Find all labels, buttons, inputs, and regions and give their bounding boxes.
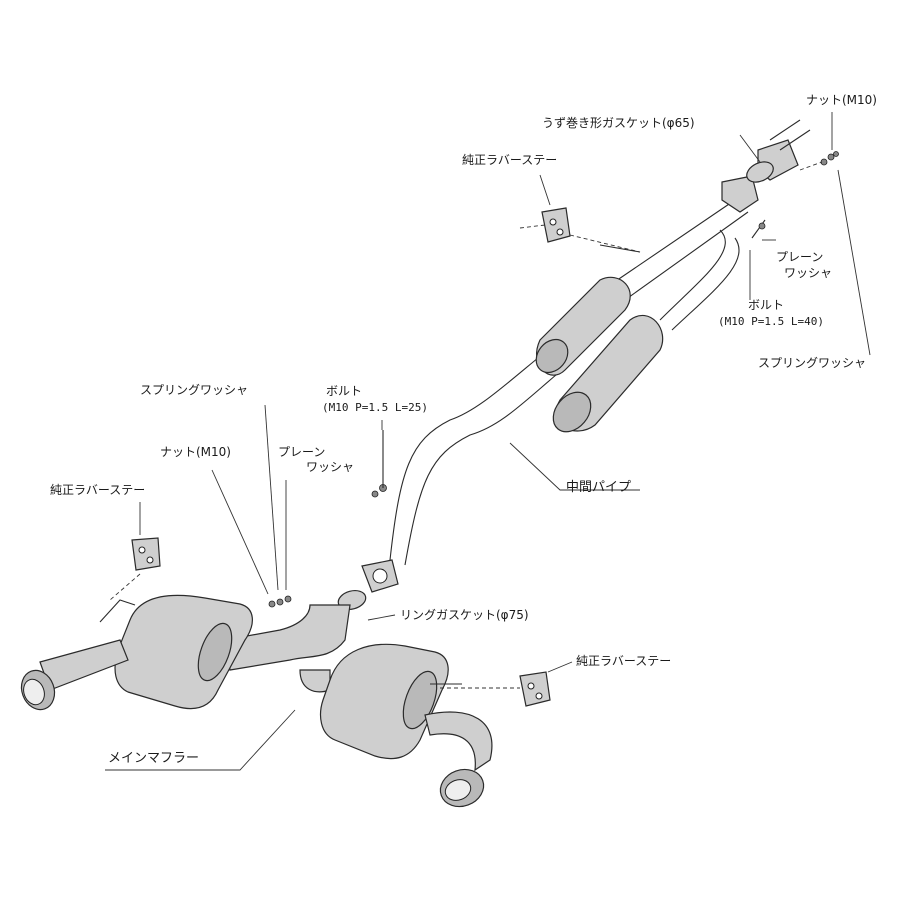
tailpipe-right [424, 711, 493, 772]
label-bolt-mid-2: (M10 P=1.5 L=25) [322, 401, 428, 414]
mid-connection-hardware [337, 430, 399, 611]
muffler-left-body [114, 594, 253, 710]
label-spring-washer-top: スプリングワッシャ [758, 356, 867, 370]
tailpipe-left [39, 639, 129, 691]
label-plain-washer-top-2: ワッシャ [784, 266, 833, 280]
rubber-stay-left [131, 537, 161, 571]
spiral-gasket-65 [746, 161, 774, 183]
label-rubber-stay-top: 純正ラバーステー [462, 153, 558, 167]
label-rubber-stay-left: 純正ラバーステー [50, 483, 146, 497]
nut-left [268, 600, 276, 608]
label-main-muffler: メインマフラー [108, 751, 200, 766]
rubber-stay-top-group [519, 207, 641, 253]
label-middle-pipe: 中間パイプ [566, 480, 632, 495]
label-plain-washer-mid-1: プレーン [278, 445, 326, 459]
rubber-stay-top [541, 207, 571, 243]
label-bolt-top-1: ボルト [748, 298, 785, 312]
label-ring-gasket-75: リングガスケット(φ75) [400, 608, 529, 622]
muffler-right-body [320, 643, 449, 760]
spring-washer-top [827, 153, 835, 161]
label-nut-left: ナット(M10) [160, 445, 231, 459]
label-plain-washer-mid-2: ワッシャ [306, 460, 355, 474]
label-bolt-mid-1: ボルト [326, 384, 363, 398]
leader-lines [105, 112, 871, 771]
plain-washer-mid [371, 490, 379, 498]
rubber-stay-right [519, 671, 551, 707]
plain-washer-top [758, 222, 766, 230]
label-bolt-top-2: (M10 P=1.5 L=40) [718, 315, 824, 328]
label-plain-washer-top-1: プレーン [776, 250, 824, 264]
y-pipe [224, 604, 351, 671]
spring-washer-left [276, 598, 284, 606]
label-nut-top: ナット(M10) [806, 93, 877, 107]
middle-pipe [389, 175, 759, 566]
label-spiral-gasket-65: うず巻き形ガスケット(φ65) [542, 116, 695, 130]
label-spring-washer-left: スプリングワッシャ [140, 383, 249, 397]
main-muffler [20, 537, 551, 808]
label-rubber-stay-right: 純正ラバーステー [576, 654, 672, 668]
front-connection-hardware [746, 119, 839, 239]
